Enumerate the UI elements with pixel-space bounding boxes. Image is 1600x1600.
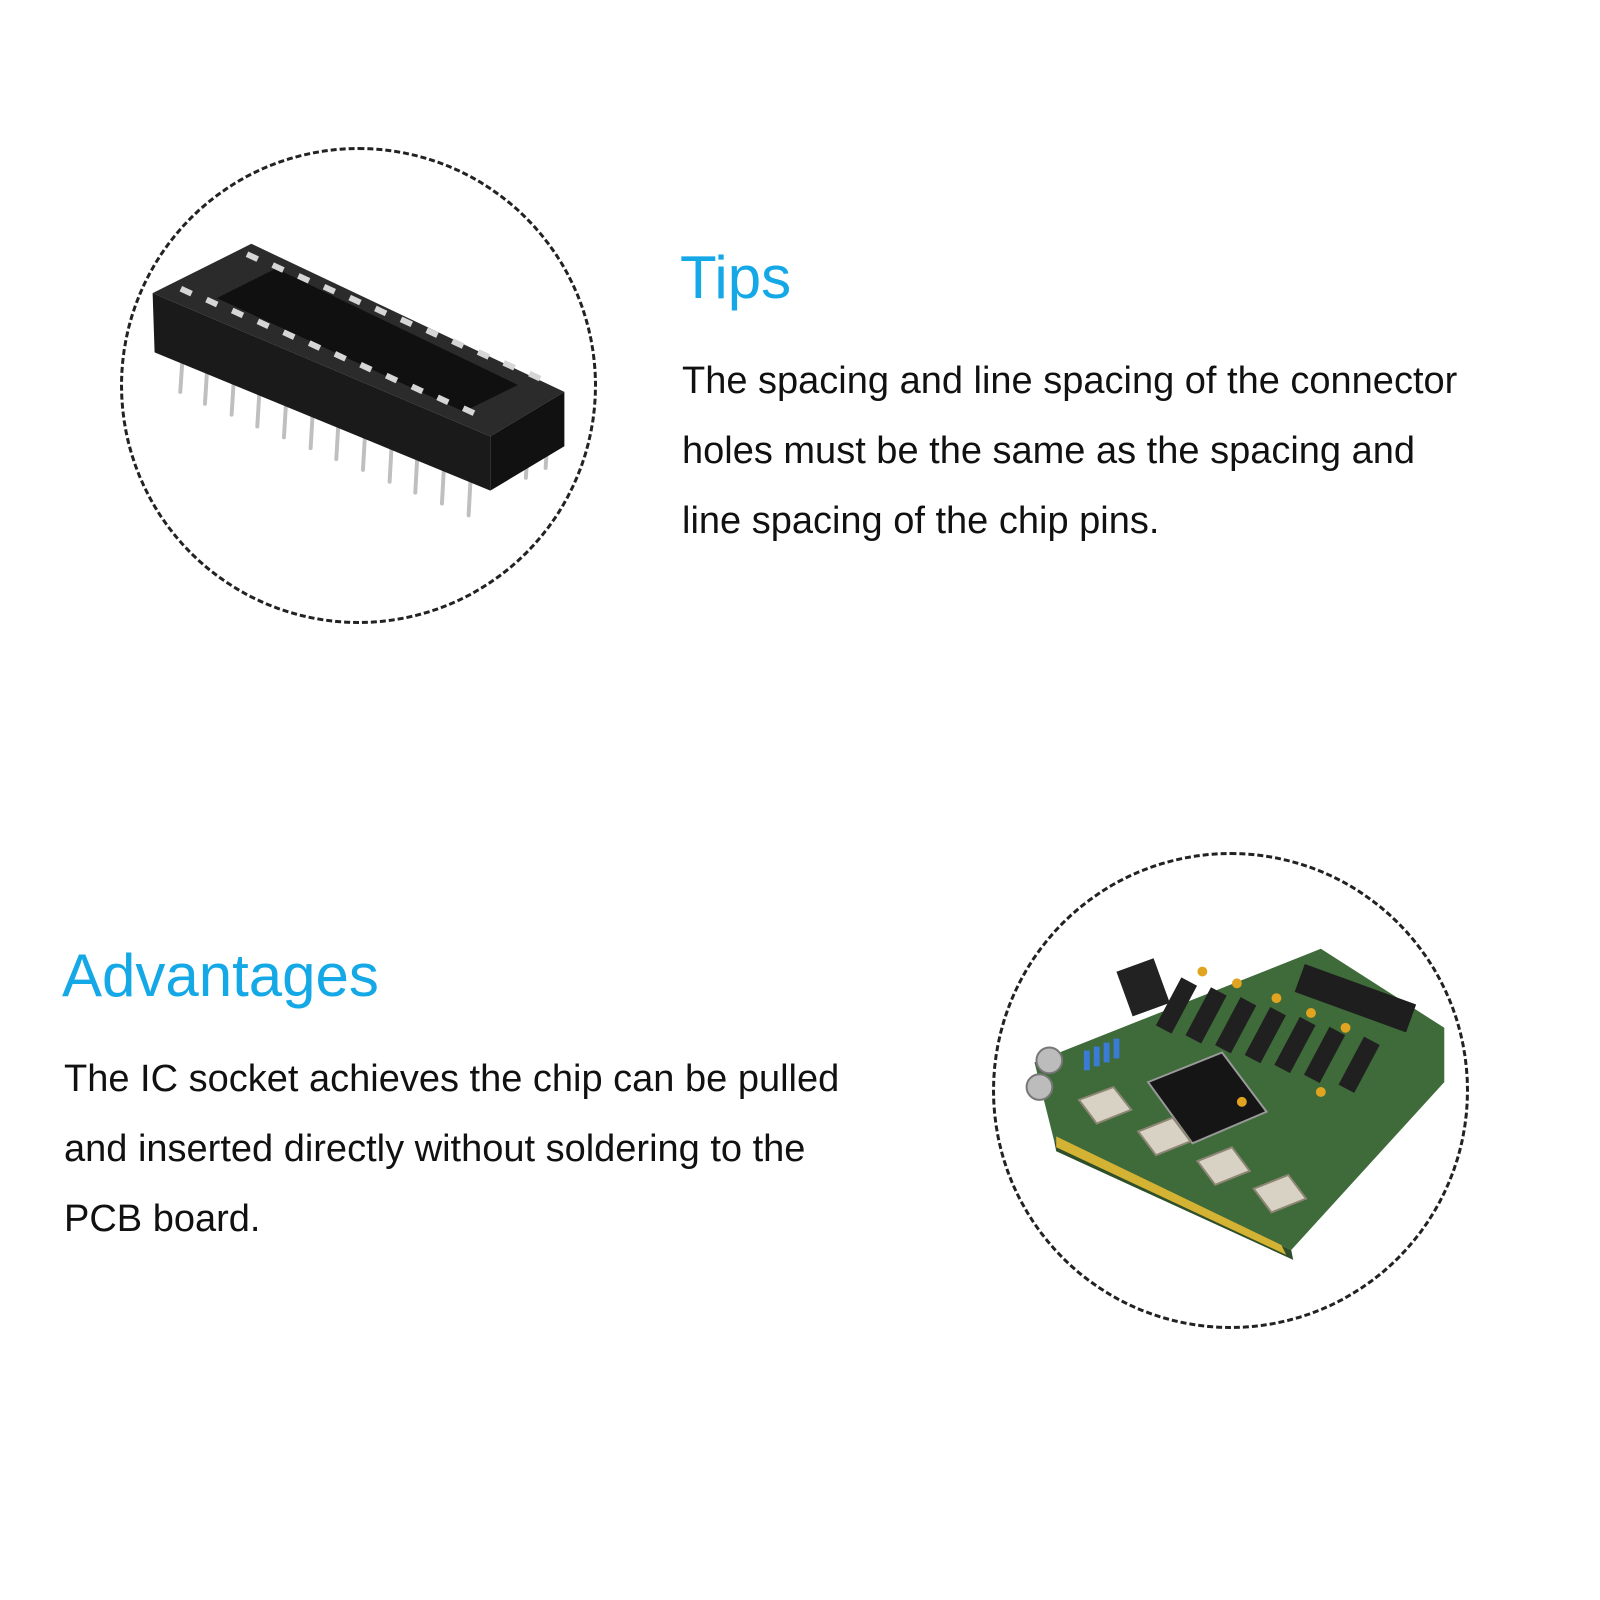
pcb-gold-fingers xyxy=(1056,1136,1287,1255)
advantages-line-1: The IC socket achieves the chip can be p… xyxy=(64,1058,840,1100)
pcb-resistors xyxy=(1083,1038,1120,1071)
tips-line-2: holes must be the same as the spacing an… xyxy=(682,430,1416,472)
pcb-connector-left xyxy=(1116,958,1170,1017)
advantages-text: The IC socket achieves the chip can be p… xyxy=(64,1044,964,1254)
tips-text: The spacing and line spacing of the conn… xyxy=(682,346,1582,556)
pcb-jacks xyxy=(1025,1046,1064,1101)
socket-image-circle xyxy=(120,147,597,624)
advantages-heading: Advantages xyxy=(62,942,379,1009)
socket-side-face xyxy=(490,391,565,491)
tips-heading: Tips xyxy=(680,244,792,311)
tips-line-1: The spacing and line spacing of the conn… xyxy=(682,360,1458,402)
tips-line-3: line spacing of the chip pins. xyxy=(682,500,1160,542)
socket-front-face xyxy=(152,293,491,491)
pcb-chips xyxy=(1155,977,1380,1093)
pcb-metal-cans xyxy=(1077,1085,1308,1214)
advantages-line-2: and inserted directly without soldering … xyxy=(64,1128,806,1170)
socket-contacts xyxy=(179,251,542,416)
pcb-board-image xyxy=(1025,948,1445,1260)
ic-socket-image xyxy=(152,243,565,518)
advantages-line-3: PCB board. xyxy=(64,1198,261,1240)
socket-center-slot xyxy=(216,268,518,412)
board-image-circle xyxy=(992,852,1469,1329)
pcb-capacitors xyxy=(1197,966,1351,1107)
pcb-connector-right xyxy=(1294,963,1417,1033)
